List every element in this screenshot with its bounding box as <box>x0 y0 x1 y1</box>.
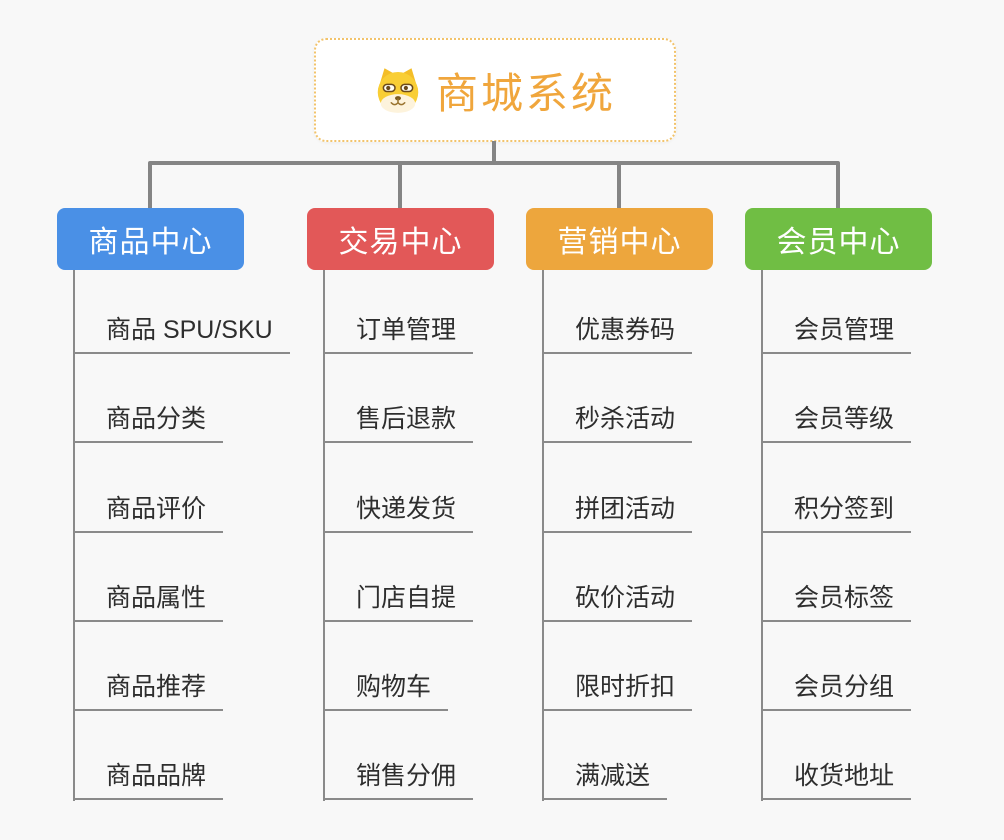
connector-root-stub <box>492 141 496 163</box>
connector-drop-trade <box>398 163 402 208</box>
branch-trunk-line <box>761 270 763 801</box>
root-topic-label: 商城系统 <box>435 69 616 117</box>
connector-horizontal-bar <box>148 161 840 165</box>
leaf-topic[interactable]: 商品属性 <box>73 576 224 622</box>
leaf-topic[interactable]: 商品 SPU/SKU <box>73 308 290 354</box>
leaf-topic[interactable]: 拼团活动 <box>542 487 693 533</box>
leaf-topic[interactable]: 优惠券码 <box>542 308 693 354</box>
branch-marketing-center[interactable]: 营销中心 <box>526 208 713 270</box>
leaf-topic[interactable]: 砍价活动 <box>542 576 693 622</box>
leaf-topic[interactable]: 商品评价 <box>73 487 224 533</box>
leaf-topic[interactable]: 限时折扣 <box>542 665 693 711</box>
branch-label: 营销中心 <box>557 226 682 259</box>
leaf-topic[interactable]: 会员分组 <box>761 665 912 711</box>
connector-drop-product <box>148 163 152 208</box>
leaf-topic[interactable]: 商品推荐 <box>73 665 224 711</box>
leaf-topic[interactable]: 销售分佣 <box>323 754 474 800</box>
leaf-topic[interactable]: 秒杀活动 <box>542 397 693 443</box>
leaf-topic[interactable]: 购物车 <box>323 665 449 711</box>
leaf-topic[interactable]: 会员等级 <box>761 397 912 443</box>
branch-product-center[interactable]: 商品中心 <box>57 208 244 270</box>
branch-label: 交易中心 <box>338 226 463 259</box>
leaf-topic[interactable]: 会员管理 <box>761 308 912 354</box>
connector-drop-member <box>836 163 840 208</box>
branch-trade-center[interactable]: 交易中心 <box>307 208 494 270</box>
leaf-topic[interactable]: 商品品牌 <box>73 754 224 800</box>
leaf-topic[interactable]: 快递发货 <box>323 487 474 533</box>
branch-trunk-line <box>73 270 75 801</box>
leaf-topic[interactable]: 会员标签 <box>761 576 912 622</box>
branch-label: 会员中心 <box>776 226 901 259</box>
branch-trunk-line <box>323 270 325 801</box>
leaf-topic[interactable]: 售后退款 <box>323 397 474 443</box>
leaf-topic[interactable]: 积分签到 <box>761 487 912 533</box>
leaf-topic[interactable]: 满减送 <box>542 754 668 800</box>
branch-trunk-line <box>542 270 544 801</box>
root-topic[interactable]: 商城系统 <box>314 38 676 142</box>
leaf-topic[interactable]: 收货地址 <box>761 754 912 800</box>
leaf-topic[interactable]: 订单管理 <box>323 308 474 354</box>
branch-member-center[interactable]: 会员中心 <box>745 208 932 270</box>
branch-label: 商品中心 <box>88 226 213 259</box>
connector-drop-marketing <box>617 163 621 208</box>
doge-icon <box>377 68 419 113</box>
leaf-topic[interactable]: 门店自提 <box>323 576 474 622</box>
leaf-topic[interactable]: 商品分类 <box>73 397 224 443</box>
